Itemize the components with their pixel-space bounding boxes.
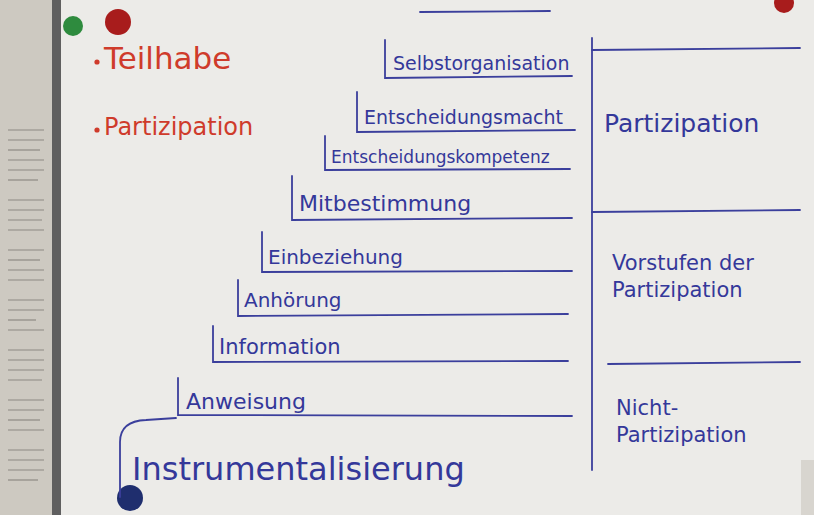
stair-step: Anweisung xyxy=(186,389,306,414)
magnet xyxy=(63,16,83,36)
level-band: Vorstufen der Partizipation xyxy=(612,250,794,305)
stair-step: Entscheidungskompetenz xyxy=(331,147,550,167)
step-label: Information xyxy=(219,335,341,359)
step-label: Anweisung xyxy=(186,389,306,414)
magnet xyxy=(105,9,131,35)
step-label: Mitbestimmung xyxy=(299,191,471,216)
staircase xyxy=(120,11,575,497)
stair-step: Entscheidungsmacht xyxy=(364,106,563,128)
bullet-dot xyxy=(94,127,99,132)
wall-paper xyxy=(0,0,52,515)
step-label: Einbeziehung xyxy=(268,245,403,269)
magnet xyxy=(774,0,794,13)
step-label: Instrumentalisierung xyxy=(132,450,465,488)
step-label: Anhörung xyxy=(244,288,342,312)
level-label: Partizipation xyxy=(604,108,800,141)
stair-step: Anhörung xyxy=(244,288,342,312)
level-band: Nicht-Partizipation xyxy=(616,395,794,450)
wall-paper xyxy=(801,460,814,515)
step-label: Entscheidungskompetenz xyxy=(331,147,550,167)
board-note: Partizipation xyxy=(104,113,253,141)
step-label: Selbstorganisation xyxy=(393,52,570,74)
newspaper-lines xyxy=(8,130,44,480)
board-note: Teilhabe xyxy=(104,40,231,76)
level-label: Vorstufen der Partizipation xyxy=(612,250,794,305)
column-lines xyxy=(592,38,800,470)
step-label: Entscheidungsmacht xyxy=(364,106,563,128)
stair-step: Mitbestimmung xyxy=(299,191,471,216)
level-label: Nicht-Partizipation xyxy=(616,395,794,450)
stair-step: Instrumentalisierung xyxy=(132,450,465,488)
stair-step: Information xyxy=(219,335,341,359)
board-frame xyxy=(52,0,61,515)
bullet-dot xyxy=(94,59,99,64)
stair-step: Selbstorganisation xyxy=(393,52,570,74)
stair-step: Einbeziehung xyxy=(268,245,403,269)
level-band: Partizipation xyxy=(604,108,800,141)
